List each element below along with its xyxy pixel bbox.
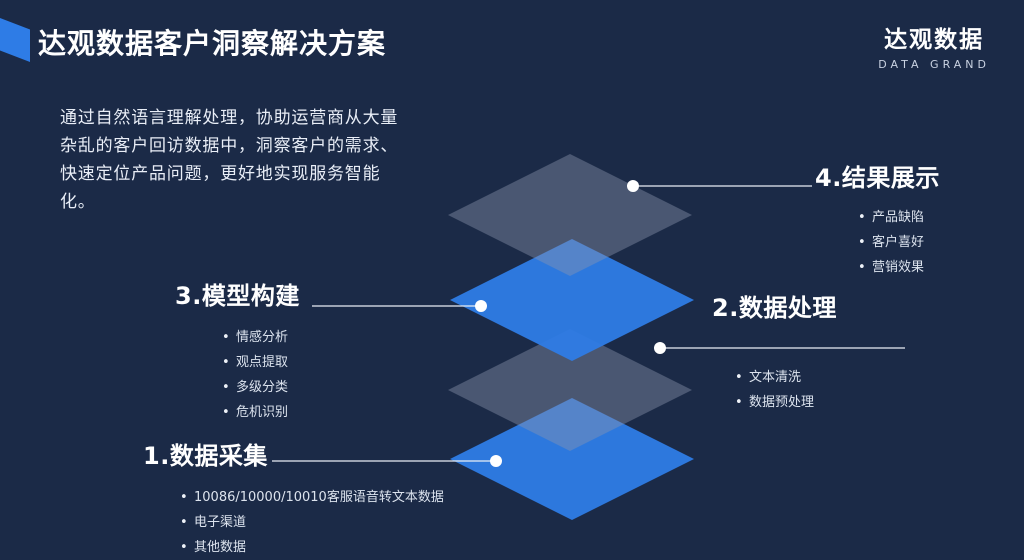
step-1-bullets: 10086/10000/10010客服语音转文本数据 电子渠道 其他数据 xyxy=(143,485,444,560)
page-title: 达观数据客户洞察解决方案 xyxy=(38,27,387,60)
dot-step-2 xyxy=(654,342,666,354)
bullet-item: 观点提取 xyxy=(222,350,300,375)
bullet-item: 情感分析 xyxy=(222,325,300,350)
brand-tagline: DATA GRAND xyxy=(878,58,990,71)
step-3-bullets: 情感分析 观点提取 多级分类 危机识别 xyxy=(175,325,300,425)
step-4-label: 4.结果展示 xyxy=(815,164,940,192)
step-4-results-display: 4.结果展示 产品缺陷 客户喜好 营销效果 xyxy=(815,158,940,280)
step-2-bullets: 文本清洗 数据预处理 xyxy=(712,365,837,415)
dot-step-3 xyxy=(475,300,487,312)
layer-1-diamond xyxy=(450,398,694,520)
brand-logo: 达观数据 DATA GRAND xyxy=(878,20,990,71)
bullet-item: 文本清洗 xyxy=(735,365,837,390)
bullet-item: 营销效果 xyxy=(858,255,940,280)
layer-3-diamond xyxy=(450,239,694,361)
bullet-item: 电子渠道 xyxy=(180,510,444,535)
step-1-data-collection: 1.数据采集 10086/10000/10010客服语音转文本数据 电子渠道 其… xyxy=(143,436,444,560)
dot-step-1 xyxy=(490,455,502,467)
layer-4-diamond xyxy=(448,154,692,276)
step-3-model-building: 3.模型构建 情感分析 观点提取 多级分类 危机识别 xyxy=(175,276,300,425)
step-1-label: 1.数据采集 xyxy=(143,442,268,470)
brand-name: 达观数据 xyxy=(884,27,985,53)
bullet-item: 其他数据 xyxy=(180,535,444,560)
step-2-label: 2.数据处理 xyxy=(712,294,837,322)
step-2-data-processing: 2.数据处理 文本清洗 数据预处理 xyxy=(712,288,837,415)
layer-2-diamond xyxy=(448,329,692,451)
bullet-item: 客户喜好 xyxy=(858,230,940,255)
bullet-item: 产品缺陷 xyxy=(858,205,940,230)
bullet-item: 数据预处理 xyxy=(735,390,837,415)
bullet-item: 危机识别 xyxy=(222,400,300,425)
bullet-item: 多级分类 xyxy=(222,375,300,400)
bullet-item: 10086/10000/10010客服语音转文本数据 xyxy=(180,485,444,510)
step-4-bullets: 产品缺陷 客户喜好 营销效果 xyxy=(815,205,940,280)
intro-text: 通过自然语言理解处理，协助运营商从大量杂乱的客户回访数据中，洞察客户的需求、快速… xyxy=(60,108,399,212)
dot-step-4 xyxy=(627,180,639,192)
step-3-label: 3.模型构建 xyxy=(175,282,300,310)
